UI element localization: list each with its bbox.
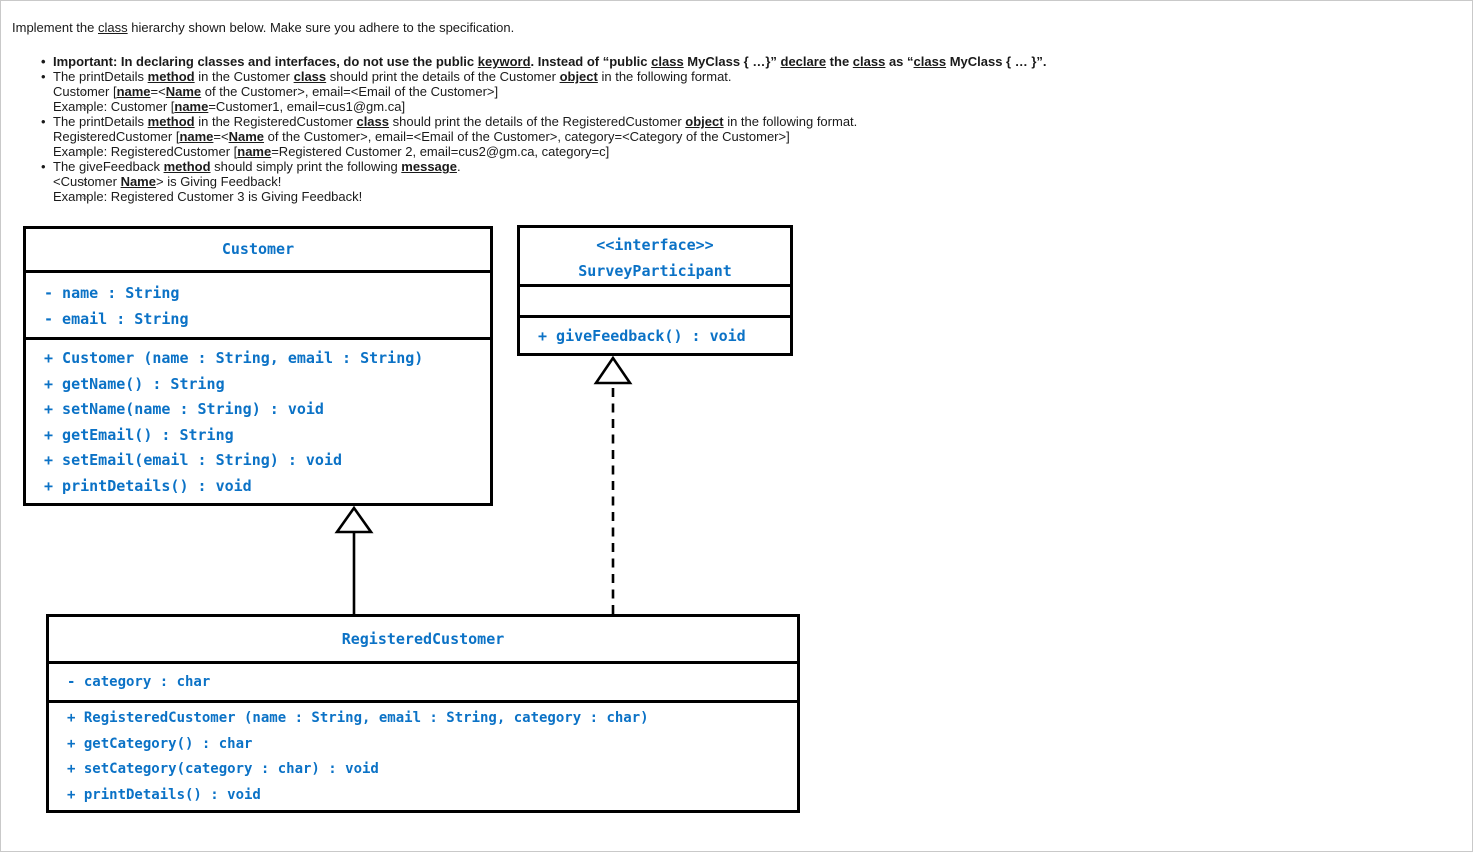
method-getemail: + getEmail() : String bbox=[44, 425, 234, 444]
uml-class-registeredcustomer: RegisteredCustomer - category : char + R… bbox=[46, 614, 800, 813]
spec-item-givefeedback: The giveFeedback method should simply pr… bbox=[12, 159, 1464, 174]
method-givefeedback: + giveFeedback() : void bbox=[538, 326, 746, 345]
spec-subitem-registered-format: RegisteredCustomer [name=<Name of the Cu… bbox=[12, 129, 1464, 145]
method-setname: + setName(name : String) : void bbox=[44, 400, 324, 418]
interface-name: SurveyParticipant bbox=[578, 262, 732, 280]
method-constructor: + RegisteredCustomer (name : String, ema… bbox=[67, 710, 649, 726]
method-setcategory: + setCategory(category : char) : void bbox=[67, 761, 379, 777]
attribute-category: - category : char bbox=[67, 674, 211, 690]
registeredcustomer-methods: + RegisteredCustomer (name : String, ema… bbox=[49, 703, 797, 810]
realization-arrow bbox=[593, 355, 633, 614]
customer-class-title: Customer bbox=[221, 240, 295, 258]
interface-stereotype: <<interface>> bbox=[596, 236, 714, 254]
interface-methods: + giveFeedback() : void bbox=[520, 318, 790, 353]
instructions-block: Implement the class hierarchy shown belo… bbox=[12, 20, 1464, 205]
intro-line: Implement the class hierarchy shown belo… bbox=[12, 20, 515, 35]
generalization-arrow bbox=[334, 505, 374, 614]
attribute-name: - name : String bbox=[44, 284, 180, 302]
compartment-divider bbox=[520, 284, 790, 287]
method-printdetails: + printDetails() : void bbox=[44, 476, 252, 495]
spec-item-important: Important: In declaring classes and inte… bbox=[12, 54, 1464, 69]
interface-attributes-empty bbox=[520, 287, 790, 315]
spec-item-printdetails-customer: The printDetails method in the Customer … bbox=[12, 69, 1464, 84]
uml-class-customer: Customer - name : String - email : Strin… bbox=[23, 226, 493, 506]
attribute-email: - email : String bbox=[44, 310, 189, 328]
interface-title-block: <<interface>> SurveyParticipant bbox=[520, 228, 790, 284]
registeredcustomer-class-title: RegisteredCustomer bbox=[341, 630, 505, 648]
compartment-divider bbox=[49, 661, 797, 664]
spec-subitem-feedback-format: <Customer Name> is Giving Feedback! bbox=[12, 174, 1464, 190]
method-getcategory: + getCategory() : char bbox=[67, 735, 253, 752]
compartment-divider bbox=[26, 337, 490, 340]
method-getname: + getName() : String bbox=[44, 374, 225, 393]
spec-subitem-customer-format: Customer [name=<Name of the Customer>, e… bbox=[12, 84, 1464, 100]
compartment-divider bbox=[520, 315, 790, 318]
compartment-divider bbox=[49, 700, 797, 703]
method-constructor: + Customer (name : String, email : Strin… bbox=[44, 349, 424, 367]
spec-list: Important: In declaring classes and inte… bbox=[12, 54, 1464, 205]
customer-methods: + Customer (name : String, email : Strin… bbox=[26, 340, 490, 503]
compartment-divider bbox=[26, 270, 490, 273]
uml-interface-surveyparticipant: <<interface>> SurveyParticipant + giveFe… bbox=[517, 225, 793, 356]
registeredcustomer-attributes: - category : char bbox=[49, 664, 797, 700]
method-printdetails: + printDetails() : void bbox=[67, 786, 261, 803]
spec-subitem-registered-example: Example: RegisteredCustomer [name=Regist… bbox=[12, 144, 1464, 160]
spec-item-printdetails-registered: The printDetails method in the Registere… bbox=[12, 114, 1464, 129]
method-setemail: + setEmail(email : String) : void bbox=[44, 451, 343, 469]
customer-attributes: - name : String - email : String bbox=[26, 273, 490, 337]
spec-subitem-customer-example: Example: Customer [name=Customer1, email… bbox=[12, 99, 1464, 115]
spec-subitem-feedback-example: Example: Registered Customer 3 is Giving… bbox=[12, 189, 1464, 205]
